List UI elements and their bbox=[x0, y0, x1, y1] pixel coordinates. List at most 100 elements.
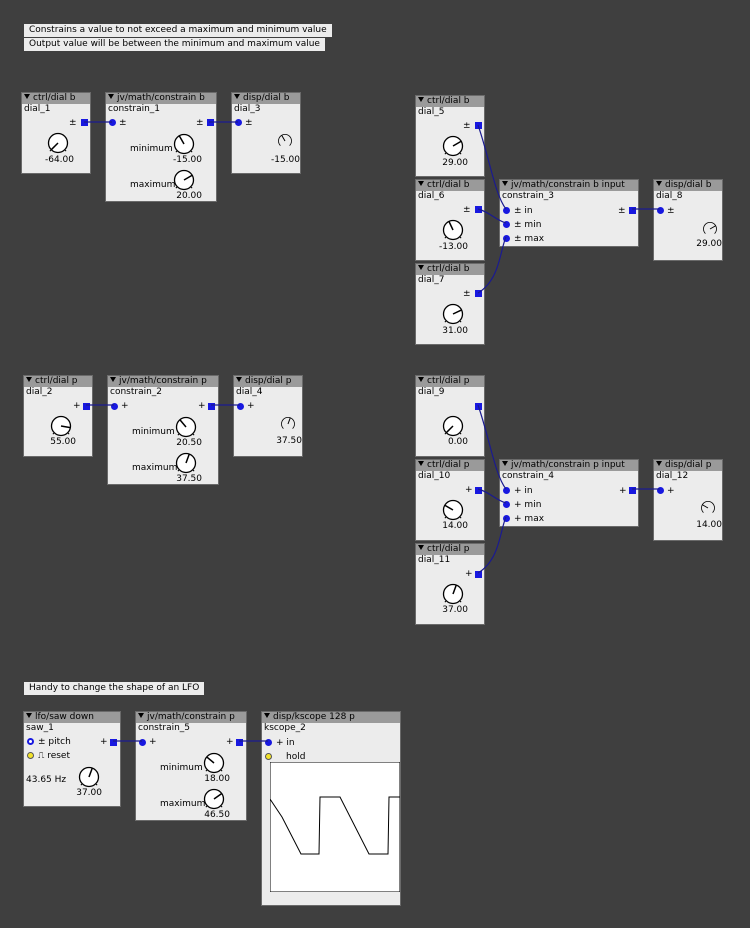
inlet-port-reset[interactable] bbox=[27, 752, 34, 759]
minimum-knob[interactable] bbox=[173, 133, 195, 155]
outlet-port[interactable] bbox=[207, 119, 214, 126]
dial-knob[interactable] bbox=[442, 499, 464, 521]
dial-knob[interactable] bbox=[442, 303, 464, 325]
object-saw-1[interactable]: lfo/saw down saw_1 ± pitch ⎍ reset + 43.… bbox=[23, 711, 121, 807]
object-dial-8[interactable]: disp/dial b dial_8 ± 29.00 bbox=[653, 179, 723, 261]
outlet-port[interactable] bbox=[236, 739, 243, 746]
inlet-port[interactable] bbox=[139, 739, 146, 746]
object-dial-6[interactable]: ctrl/dial b dial_6 ± -13.00 bbox=[415, 179, 485, 261]
dial-knob[interactable] bbox=[47, 132, 69, 154]
collapse-icon[interactable] bbox=[418, 461, 424, 466]
object-header[interactable]: ctrl/dial b bbox=[416, 264, 484, 275]
inlet-port-max[interactable] bbox=[503, 235, 510, 242]
object-constrain-4[interactable]: jv/math/constrain p input constrain_4 + … bbox=[499, 459, 639, 527]
inlet-port[interactable] bbox=[657, 487, 664, 494]
inlet-port-in[interactable] bbox=[265, 739, 272, 746]
maximum-knob[interactable] bbox=[203, 788, 225, 810]
collapse-icon[interactable] bbox=[656, 181, 662, 186]
collapse-icon[interactable] bbox=[108, 94, 114, 99]
inlet-port[interactable] bbox=[111, 403, 118, 410]
object-header[interactable]: lfo/saw down bbox=[24, 712, 120, 723]
outlet-port[interactable] bbox=[475, 403, 482, 410]
object-dial-7[interactable]: ctrl/dial b dial_7 ± 31.00 bbox=[415, 263, 485, 345]
collapse-icon[interactable] bbox=[418, 265, 424, 270]
collapse-icon[interactable] bbox=[502, 461, 508, 466]
inlet-port-pitch[interactable] bbox=[27, 738, 34, 745]
collapse-icon[interactable] bbox=[502, 181, 508, 186]
collapse-icon[interactable] bbox=[138, 713, 144, 718]
object-dial-10[interactable]: ctrl/dial p dial_10 + 14.00 bbox=[415, 459, 485, 541]
collapse-icon[interactable] bbox=[234, 94, 240, 99]
object-constrain-3[interactable]: jv/math/constrain b input constrain_3 ± … bbox=[499, 179, 639, 247]
dial-knob[interactable] bbox=[442, 583, 464, 605]
maximum-knob[interactable] bbox=[173, 169, 195, 191]
object-constrain-1[interactable]: jv/math/constrain b constrain_1 ± ± mini… bbox=[105, 92, 217, 202]
object-header[interactable]: disp/kscope 128 p bbox=[262, 712, 400, 723]
object-header[interactable]: jv/math/constrain b input bbox=[500, 180, 638, 191]
outlet-port[interactable] bbox=[629, 487, 636, 494]
object-dial-9[interactable]: ctrl/dial p dial_9 0.00 bbox=[415, 375, 485, 457]
object-header[interactable]: ctrl/dial p bbox=[416, 460, 484, 471]
inlet-port-max[interactable] bbox=[503, 515, 510, 522]
maximum-knob[interactable] bbox=[175, 452, 197, 474]
outlet-port[interactable] bbox=[475, 122, 482, 129]
collapse-icon[interactable] bbox=[418, 545, 424, 550]
inlet-port-min[interactable] bbox=[503, 221, 510, 228]
outlet-port[interactable] bbox=[81, 119, 88, 126]
collapse-icon[interactable] bbox=[236, 377, 242, 382]
outlet-port[interactable] bbox=[475, 571, 482, 578]
outlet-port[interactable] bbox=[475, 487, 482, 494]
outlet-port[interactable] bbox=[208, 403, 215, 410]
inlet-port-min[interactable] bbox=[503, 501, 510, 508]
inlet-port-in[interactable] bbox=[503, 487, 510, 494]
object-dial-5[interactable]: ctrl/dial b dial_5 ± 29.00 bbox=[415, 95, 485, 177]
dial-knob[interactable] bbox=[50, 415, 72, 437]
object-dial-1[interactable]: ctrl/dial b dial_1 ± -64.00 bbox=[21, 92, 91, 174]
object-header[interactable]: disp/dial b bbox=[232, 93, 300, 104]
minimum-knob[interactable] bbox=[203, 752, 225, 774]
hold-toggle[interactable] bbox=[265, 753, 272, 760]
object-header[interactable]: disp/dial p bbox=[234, 376, 302, 387]
object-dial-3[interactable]: disp/dial b dial_3 ± -15.00 bbox=[231, 92, 301, 174]
object-dial-2[interactable]: ctrl/dial p dial_2 + 55.00 bbox=[23, 375, 93, 457]
object-dial-11[interactable]: ctrl/dial p dial_11 + 37.00 bbox=[415, 543, 485, 625]
inlet-port[interactable] bbox=[109, 119, 116, 126]
object-kscope-2[interactable]: disp/kscope 128 p kscope_2 + in hold bbox=[261, 711, 401, 906]
inlet-port-in[interactable] bbox=[503, 207, 510, 214]
object-header[interactable]: disp/dial b bbox=[654, 180, 722, 191]
object-dial-4[interactable]: disp/dial p dial_4 + 37.50 bbox=[233, 375, 303, 457]
collapse-icon[interactable] bbox=[418, 181, 424, 186]
object-header[interactable]: ctrl/dial b bbox=[22, 93, 90, 104]
object-header[interactable]: ctrl/dial b bbox=[416, 180, 484, 191]
outlet-port[interactable] bbox=[83, 403, 90, 410]
pitch-knob[interactable] bbox=[78, 766, 100, 788]
collapse-icon[interactable] bbox=[264, 713, 270, 718]
object-header[interactable]: ctrl/dial b bbox=[416, 96, 484, 107]
outlet-port[interactable] bbox=[629, 207, 636, 214]
object-header[interactable]: jv/math/constrain p bbox=[136, 712, 246, 723]
object-constrain-2[interactable]: jv/math/constrain p constrain_2 + + mini… bbox=[107, 375, 219, 485]
collapse-icon[interactable] bbox=[418, 97, 424, 102]
collapse-icon[interactable] bbox=[656, 461, 662, 466]
collapse-icon[interactable] bbox=[418, 377, 424, 382]
collapse-icon[interactable] bbox=[24, 94, 30, 99]
object-header[interactable]: jv/math/constrain p input bbox=[500, 460, 638, 471]
object-header[interactable]: disp/dial p bbox=[654, 460, 722, 471]
outlet-port[interactable] bbox=[475, 206, 482, 213]
object-header[interactable]: ctrl/dial p bbox=[416, 376, 484, 387]
outlet-port[interactable] bbox=[110, 739, 117, 746]
collapse-icon[interactable] bbox=[26, 713, 32, 718]
outlet-port[interactable] bbox=[475, 290, 482, 297]
minimum-knob[interactable] bbox=[175, 416, 197, 438]
object-constrain-5[interactable]: jv/math/constrain p constrain_5 + + mini… bbox=[135, 711, 247, 821]
object-header[interactable]: jv/math/constrain p bbox=[108, 376, 218, 387]
object-dial-12[interactable]: disp/dial p dial_12 + 14.00 bbox=[653, 459, 723, 541]
object-header[interactable]: ctrl/dial p bbox=[24, 376, 92, 387]
dial-knob[interactable] bbox=[442, 135, 464, 157]
collapse-icon[interactable] bbox=[26, 377, 32, 382]
inlet-port[interactable] bbox=[657, 207, 664, 214]
collapse-icon[interactable] bbox=[110, 377, 116, 382]
object-header[interactable]: jv/math/constrain b bbox=[106, 93, 216, 104]
inlet-port[interactable] bbox=[235, 119, 242, 126]
dial-knob[interactable] bbox=[442, 219, 464, 241]
